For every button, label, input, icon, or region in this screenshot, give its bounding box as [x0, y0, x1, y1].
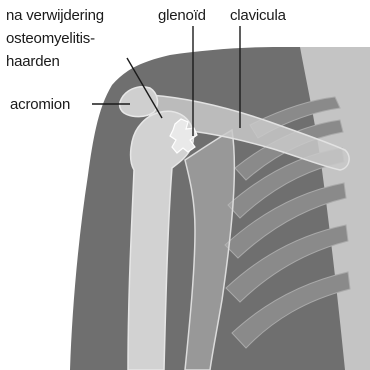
label-removal-line-3: haarden — [6, 52, 60, 72]
label-clavicula: clavicula — [230, 6, 286, 26]
label-removal-line-1: na verwijdering — [6, 6, 104, 26]
label-removal-line-2: osteomyelitis- — [6, 29, 95, 49]
label-acromion: acromion — [10, 95, 70, 115]
label-glenoid: glenoïd — [158, 6, 206, 26]
